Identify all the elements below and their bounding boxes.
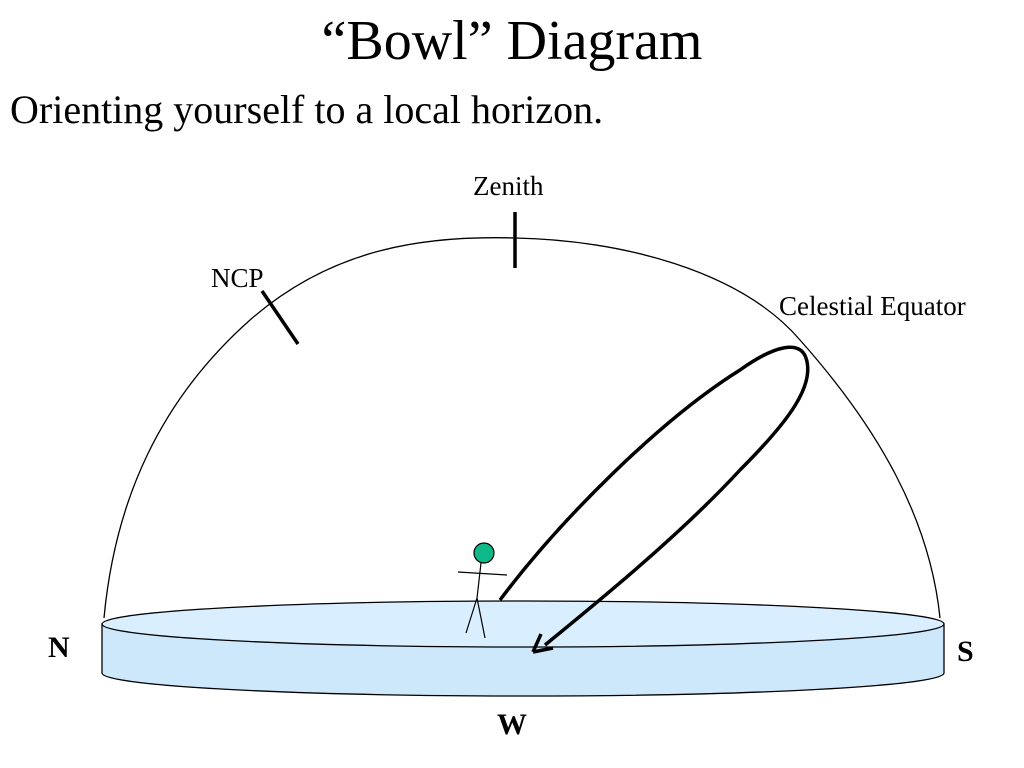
zenith-label: Zenith [473,171,544,201]
celestial-equator-arrowhead [531,633,554,654]
celestial-equator-label: Celestial Equator [779,291,966,321]
ncp-tick [260,290,300,345]
west-label: W [497,708,527,741]
celestial-equator-path [498,345,810,647]
slide-title: “Bowl” Diagram [321,10,703,72]
ncp-label: NCP [211,263,264,293]
observer-head [473,542,495,564]
north-label: N [48,631,70,664]
south-label: S [957,635,974,668]
slide-subtitle: Orienting yourself to a local horizon. [10,87,604,132]
horizon-disk-top [101,600,945,648]
stick-figure-icon [457,542,508,639]
